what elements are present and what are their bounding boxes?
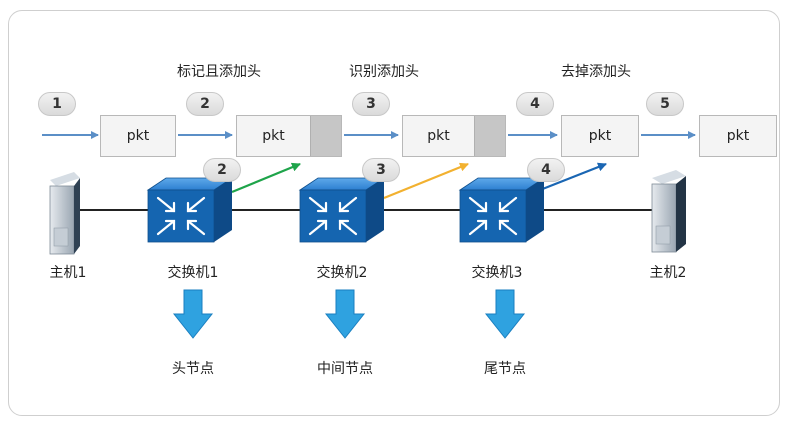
role-label-head-node: 头节点: [172, 361, 214, 377]
link-step-badge: 3: [362, 158, 400, 182]
packet-header: [474, 116, 505, 156]
device-label-switch3: 交换机3: [471, 265, 523, 281]
device-label-host1: 主机1: [49, 265, 87, 281]
diagram-frame: [8, 10, 780, 416]
packet-box: pkt: [561, 115, 639, 157]
step-badge: 3: [352, 92, 390, 116]
step-badge: 1: [38, 92, 76, 116]
packet-label: pkt: [726, 128, 750, 144]
link-arrow-green: [231, 162, 301, 194]
link-arrow-orange: [383, 162, 469, 200]
switch-icon-3: [458, 177, 546, 243]
packet-label: pkt: [262, 128, 285, 144]
device-label-switch1: 交换机1: [167, 265, 219, 281]
packet-box: pkt: [699, 115, 777, 157]
stage-label-identify: 识别添加头: [349, 64, 419, 80]
down-arrow-icon: [324, 289, 366, 339]
stage-label-mark-add: 标记且添加头: [177, 64, 261, 80]
step-badge: 4: [516, 92, 554, 116]
packet-label: pkt: [126, 128, 150, 144]
packet-box: pkt: [100, 115, 176, 157]
switch-icon-2: [298, 177, 386, 243]
down-arrow-icon: [172, 289, 214, 339]
role-label-middle-node: 中间节点: [317, 361, 373, 377]
device-label-host2: 主机2: [649, 265, 687, 281]
step-badge: 5: [646, 92, 684, 116]
switch-icon-1: [146, 177, 234, 243]
step-badge: 2: [186, 92, 224, 116]
role-label-tail-node: 尾节点: [484, 361, 526, 377]
packet-label: pkt: [427, 128, 450, 144]
stage-label-remove: 去掉添加头: [561, 64, 631, 80]
device-label-switch2: 交换机2: [316, 265, 368, 281]
server-icon-host1: [49, 172, 80, 255]
link-arrow-blue: [539, 162, 607, 192]
packet-header: [310, 116, 341, 156]
packet-box-with-header: pkt: [402, 115, 506, 157]
server-icon-host2: [651, 170, 686, 253]
link-step-badge: 2: [203, 158, 241, 182]
link-step-badge: 4: [527, 158, 565, 182]
packet-box-with-header: pkt: [236, 115, 342, 157]
down-arrow-icon: [484, 289, 526, 339]
packet-label: pkt: [588, 128, 612, 144]
